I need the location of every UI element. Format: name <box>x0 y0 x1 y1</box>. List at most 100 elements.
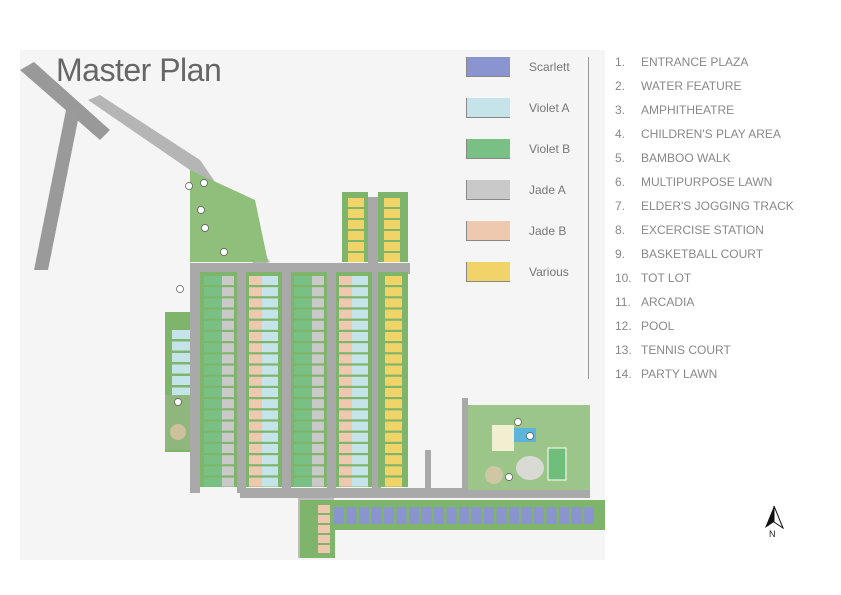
plot-jade-a <box>312 477 324 487</box>
road <box>462 398 468 490</box>
plot-various <box>348 231 364 240</box>
amenity-markers <box>174 179 534 481</box>
plot-jade-a <box>312 399 324 409</box>
plot-jade-b <box>339 309 352 319</box>
road <box>190 263 410 274</box>
plot-violet-a <box>172 387 190 397</box>
road <box>368 197 378 267</box>
plot-violet-a <box>352 354 368 364</box>
plot-violet-b <box>294 410 312 420</box>
amenity-label: MULTIPURPOSE LAWN <box>641 175 773 189</box>
amenity-number: 9. <box>615 247 626 261</box>
amenity-list-item: 14.PARTY LAWN <box>615 367 717 381</box>
plot-various <box>384 231 400 240</box>
plots <box>172 198 594 553</box>
plot-violet-a <box>352 343 368 353</box>
plot-scarlett <box>546 507 557 524</box>
amenity-list-item: 5.BAMBOO WALK <box>615 151 731 165</box>
plot-jade-a <box>222 444 234 453</box>
amenity-marker <box>200 179 208 187</box>
plot-jade-a <box>222 388 234 397</box>
plot-violet-a <box>262 466 278 476</box>
plot-jade-a <box>312 376 324 386</box>
plot-violet-a <box>262 287 278 297</box>
plot-various <box>385 320 402 330</box>
amenity-marker <box>174 398 182 406</box>
plot-scarlett <box>496 507 507 524</box>
plot-jade-b <box>339 399 352 409</box>
plot-violet-b <box>204 466 222 476</box>
amenity-number: 13. <box>615 343 632 357</box>
plot-violet-b <box>294 276 312 285</box>
plot-violet-b <box>204 399 222 409</box>
legend-label: Jade B <box>529 224 567 238</box>
plot-various <box>385 276 402 285</box>
plot-violet-a <box>352 309 368 319</box>
plot-jade-a <box>222 298 234 308</box>
plot-violet-a <box>262 354 278 364</box>
clubhouse-area <box>468 405 590 490</box>
plot-various <box>385 421 402 431</box>
plot-violet-a <box>262 477 278 487</box>
plot-various <box>384 198 400 207</box>
plot-violet-b <box>204 421 222 431</box>
plot-various <box>385 354 402 364</box>
plot-jade-b <box>249 343 262 353</box>
clubhouse-building <box>492 425 514 451</box>
amenity-label: BASKETBALL COURT <box>641 247 764 261</box>
plot-jade-b <box>318 505 330 513</box>
plot-violet-a <box>352 388 368 397</box>
amenity-label: PARTY LAWN <box>641 367 718 381</box>
legend-label: Jade A <box>529 183 566 197</box>
amenity-marker <box>185 182 193 190</box>
plot-scarlett <box>571 507 582 524</box>
plot-various <box>385 466 402 476</box>
plot-jade-a <box>222 287 234 297</box>
plot-scarlett <box>434 507 444 524</box>
plot-jade-b <box>318 535 330 543</box>
amenity-marker <box>505 473 513 481</box>
plot-violet-b <box>204 354 222 364</box>
plot-violet-a <box>262 399 278 409</box>
plot-jade-b <box>249 276 262 285</box>
plot-jade-b <box>249 354 262 364</box>
plot-jade-a <box>312 444 324 453</box>
plot-various <box>385 455 402 465</box>
plot-violet-b <box>294 421 312 431</box>
plot-jade-b <box>249 309 262 319</box>
plot-jade-b <box>249 410 262 420</box>
amenity-list-item: 6.MULTIPURPOSE LAWN <box>615 175 772 189</box>
amenity-list-item: 8.EXCERCISE STATION <box>615 223 764 237</box>
plot-violet-a <box>352 365 368 375</box>
plot-jade-a <box>312 455 324 465</box>
plot-various <box>385 432 402 442</box>
road <box>282 263 291 493</box>
plot-jade-b <box>339 466 352 476</box>
road <box>190 263 200 493</box>
plot-jade-a <box>222 276 234 285</box>
plot-jade-a <box>312 466 324 476</box>
plot-various <box>348 220 364 229</box>
plot-jade-b <box>339 365 352 375</box>
legend-label: Violet A <box>529 101 570 115</box>
plot-jade-a <box>222 320 234 330</box>
amenity-list-item: 9. BASKETBALL COURT <box>615 247 763 261</box>
plot-jade-b <box>339 432 352 442</box>
plot-scarlett <box>509 507 519 524</box>
legend-swatch-various <box>466 262 510 282</box>
plot-jade-b <box>249 287 262 297</box>
plot-jade-a <box>222 455 234 465</box>
plot-various <box>348 198 364 207</box>
plot-jade-b <box>249 365 262 375</box>
amenity-label: TENNIS COURT <box>641 343 731 357</box>
plot-violet-a <box>352 399 368 409</box>
plot-violet-b <box>294 287 312 297</box>
plot-scarlett <box>421 507 432 524</box>
plot-violet-a <box>172 376 190 385</box>
plot-various <box>384 242 400 251</box>
plot-various <box>348 253 364 262</box>
plot-violet-b <box>204 444 222 453</box>
plot-jade-a <box>312 410 324 420</box>
plot-various <box>384 220 400 229</box>
road <box>240 488 590 498</box>
